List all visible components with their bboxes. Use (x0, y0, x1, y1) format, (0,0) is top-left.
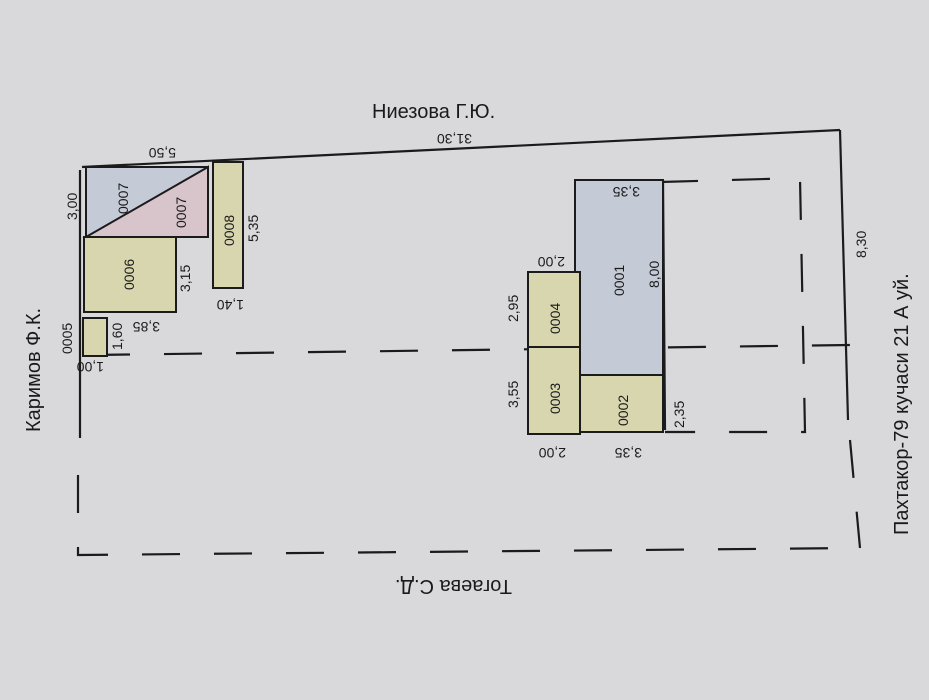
dim-5-35: 5,35 (245, 215, 261, 242)
dim-1-40: 1,40 (217, 297, 244, 313)
dim-3-00: 3,00 (64, 193, 80, 220)
room-label-0006: 0006 (121, 259, 137, 290)
house-fence-dashed (659, 176, 807, 434)
dim-1-00: 1,00 (77, 359, 104, 375)
room-label-0007-blue: 0007 (115, 183, 131, 214)
dim-3-55: 3,55 (505, 381, 521, 408)
dim-3-85: 3,85 (133, 319, 160, 335)
dim-5-50: 5,50 (149, 145, 176, 161)
dim-3-35-bottom: 3,35 (615, 445, 642, 461)
plot-boundary-right-dashed (848, 439, 862, 549)
room-label-0002: 0002 (615, 395, 631, 426)
dim-1-60: 1,60 (109, 323, 125, 350)
neighbor-left-label: Каримов Ф.К. (23, 308, 45, 432)
neighbor-bottom-label: Тогаева С.Д. (395, 575, 512, 597)
plot-boundary-right-solid (838, 129, 850, 421)
room-0006 (83, 236, 177, 313)
room-0004 (527, 271, 581, 348)
room-label-0005: 0005 (59, 323, 75, 354)
dim-2-95: 2,95 (505, 295, 521, 322)
room-label-0001: 0001 (611, 265, 627, 296)
room-0005 (82, 317, 108, 357)
dim-plot-width: 8,30 (853, 231, 869, 258)
neighbor-top-label: Ниезова Г.Ю. (372, 101, 495, 123)
room-0003 (527, 346, 581, 435)
plot-boundary-bottom-dashed (76, 475, 861, 557)
internal-dashed-line (91, 343, 851, 357)
dim-3-15: 3,15 (177, 265, 193, 292)
dim-2-00-top: 2,00 (538, 254, 565, 270)
dim-2-35: 2,35 (671, 401, 687, 428)
room-0002 (579, 374, 664, 433)
room-label-0003: 0003 (547, 383, 563, 414)
room-label-0004: 0004 (547, 303, 563, 334)
dim-2-00-bottom: 2,00 (539, 445, 566, 461)
dim-8-00: 8,00 (646, 261, 662, 288)
dim-3-35-top: 3,35 (613, 184, 640, 200)
room-label-0008: 0008 (221, 215, 237, 246)
dim-plot-length: 31,30 (437, 131, 472, 147)
plot-boundary-top (81, 128, 841, 169)
neighbor-right-label: Пахтакор-79 кучаси 21 А уй. (891, 273, 913, 535)
room-label-0007-pink: 0007 (173, 197, 189, 228)
room-0008 (212, 161, 244, 289)
